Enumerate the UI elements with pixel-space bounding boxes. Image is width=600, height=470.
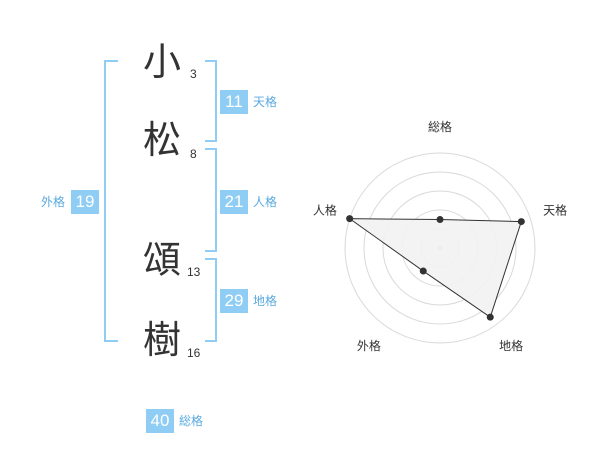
radar-axis-label-1: 天格 <box>543 203 567 218</box>
name-char-2: 松 <box>143 118 182 162</box>
name-char-3: 頌 <box>143 238 182 282</box>
name-char-4: 樹 <box>143 318 182 362</box>
radar-point-4 <box>346 215 354 223</box>
soukaku-label: 総格 <box>179 414 204 428</box>
radar-series-area <box>348 218 522 318</box>
stroke-count-4: 16 <box>187 346 201 360</box>
radar-point-2 <box>486 313 494 321</box>
chikaku-label: 地格 <box>253 294 278 308</box>
jinkaku-value: 21 <box>220 190 248 214</box>
stroke-count-3: 13 <box>187 265 201 279</box>
radar-point-1 <box>517 218 525 226</box>
soukaku-value: 40 <box>146 409 174 433</box>
radar-axis-label-4: 人格 <box>313 203 337 218</box>
radar-grid-ring <box>363 171 517 325</box>
radar-axis-label-0: 総格 <box>428 119 452 134</box>
jinkaku-label: 人格 <box>253 195 278 209</box>
stroke-count-2: 8 <box>190 147 197 161</box>
gaikaku-value: 19 <box>71 190 99 214</box>
chikaku-value: 29 <box>220 289 248 313</box>
gaikaku-bracket <box>104 60 118 342</box>
tenkaku-bracket <box>205 60 217 142</box>
stroke-count-1: 3 <box>190 67 197 81</box>
tenkaku-value: 11 <box>220 90 248 114</box>
gaikaku-label: 外格 <box>41 195 66 209</box>
radar-axis-label-2: 地格 <box>499 338 523 353</box>
radar-grid-ring <box>344 152 536 344</box>
jinkaku-bracket <box>205 148 217 252</box>
name-char-1: 小 <box>143 40 182 84</box>
radar-axis-label-3: 外格 <box>357 338 381 353</box>
radar-point-0 <box>436 216 444 223</box>
tenkaku-label: 天格 <box>253 95 278 109</box>
chikaku-bracket <box>205 258 217 342</box>
radar-point-3 <box>419 267 427 275</box>
